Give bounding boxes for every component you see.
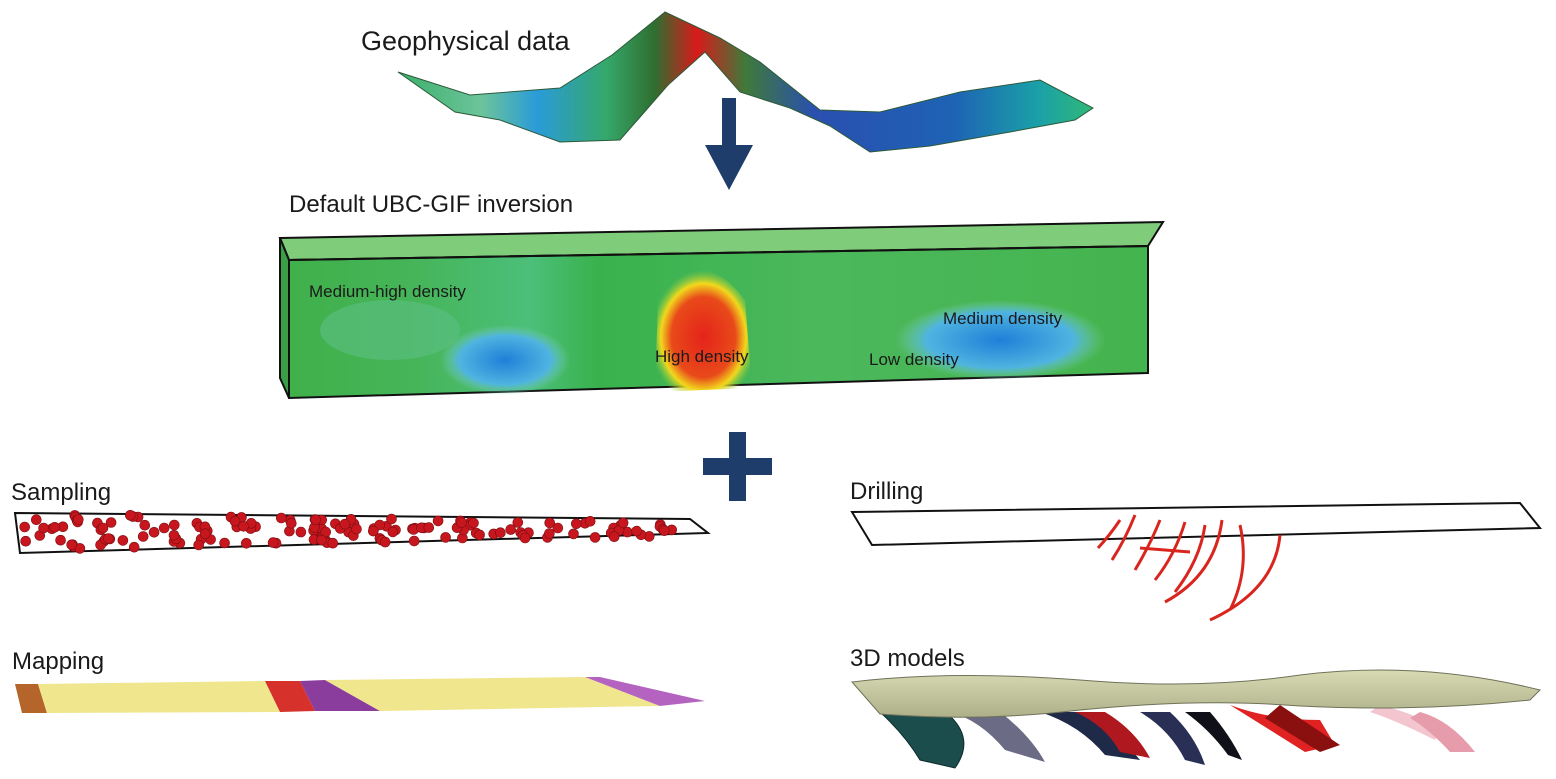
sample-point — [505, 524, 517, 535]
sample-point — [117, 535, 129, 546]
sample-points — [19, 509, 678, 554]
sample-point — [456, 517, 467, 528]
sample-point — [386, 513, 397, 525]
drill-traces — [1096, 514, 1282, 622]
sample-point — [30, 514, 42, 526]
sample-point — [66, 539, 77, 551]
sample-point — [193, 539, 204, 551]
sample-point — [148, 526, 160, 538]
plus-icon — [703, 432, 772, 501]
sample-point — [241, 537, 252, 549]
high-density-anomaly — [655, 270, 752, 392]
sample-point — [285, 517, 297, 529]
medium-density-label: Medium density — [943, 309, 1063, 328]
3d-models-label: 3D models — [850, 645, 965, 672]
medium-high-density-label: Medium-high density — [309, 282, 466, 301]
sample-point — [589, 532, 601, 543]
sample-point — [316, 534, 327, 546]
sample-point — [19, 521, 31, 533]
sample-point — [658, 525, 670, 537]
sample-point — [512, 517, 524, 528]
sample-point — [125, 509, 136, 521]
sample-point — [38, 522, 49, 534]
sample-point — [55, 534, 66, 546]
sample-point — [267, 537, 279, 548]
sample-point — [367, 525, 379, 537]
sample-point — [238, 520, 249, 532]
drilling-plane — [850, 501, 1543, 622]
inversion-title: Default UBC-GIF inversion — [289, 191, 574, 218]
sample-point — [327, 537, 339, 549]
sample-point — [229, 515, 241, 527]
sample-point — [219, 537, 230, 549]
sample-point — [139, 519, 151, 531]
high-density-label: High density — [655, 347, 749, 366]
sample-point — [474, 529, 485, 541]
mapping-label: Mapping — [12, 648, 105, 675]
sample-point — [128, 541, 140, 553]
sample-point — [387, 526, 399, 538]
sample-point — [440, 532, 451, 543]
sample-point — [339, 518, 351, 530]
sample-point — [584, 515, 596, 527]
sample-point — [295, 526, 307, 538]
sample-point — [423, 522, 435, 533]
medium-anomaly-bg — [320, 300, 460, 360]
sample-point — [169, 519, 180, 531]
sample-point — [49, 521, 61, 533]
sample-point — [568, 528, 579, 540]
low-density-label: Low density — [869, 350, 959, 369]
low-density-anomaly — [895, 300, 1105, 380]
sample-point — [137, 531, 149, 542]
sample-point — [158, 522, 170, 534]
inversion-block — [278, 220, 1165, 400]
sample-point — [468, 517, 479, 529]
sample-point — [432, 515, 444, 527]
sample-point — [351, 523, 362, 535]
sample-point — [97, 522, 109, 534]
sample-point — [552, 522, 564, 534]
sample-point — [275, 512, 287, 524]
sample-point — [320, 526, 332, 538]
sample-point — [495, 527, 506, 539]
sample-point — [570, 518, 582, 530]
sample-point — [199, 528, 211, 540]
sample-point — [20, 535, 32, 547]
sample-point — [103, 533, 114, 544]
drilling-label: Drilling — [850, 478, 924, 505]
sample-point — [631, 525, 642, 537]
sample-point — [608, 531, 620, 543]
sample-point — [519, 532, 531, 544]
mapping-strip — [15, 677, 705, 713]
sample-point — [379, 536, 391, 548]
sampling-label: Sampling — [11, 479, 112, 506]
geophysical-surface — [397, 11, 1094, 153]
sample-point — [310, 514, 321, 526]
model-surfaces — [851, 669, 1541, 769]
low-density-anomaly-left — [440, 325, 570, 395]
sample-point — [168, 529, 180, 541]
sample-point — [408, 535, 420, 547]
sample-point — [105, 517, 117, 528]
sampling-plane — [13, 509, 711, 555]
down-arrow-icon — [705, 98, 753, 190]
sample-point — [73, 514, 84, 525]
sample-point — [544, 517, 556, 529]
sample-point — [617, 517, 629, 529]
geophysical-data-label: Geophysical data — [361, 26, 570, 56]
sample-point — [544, 528, 555, 539]
sample-point — [374, 519, 386, 531]
